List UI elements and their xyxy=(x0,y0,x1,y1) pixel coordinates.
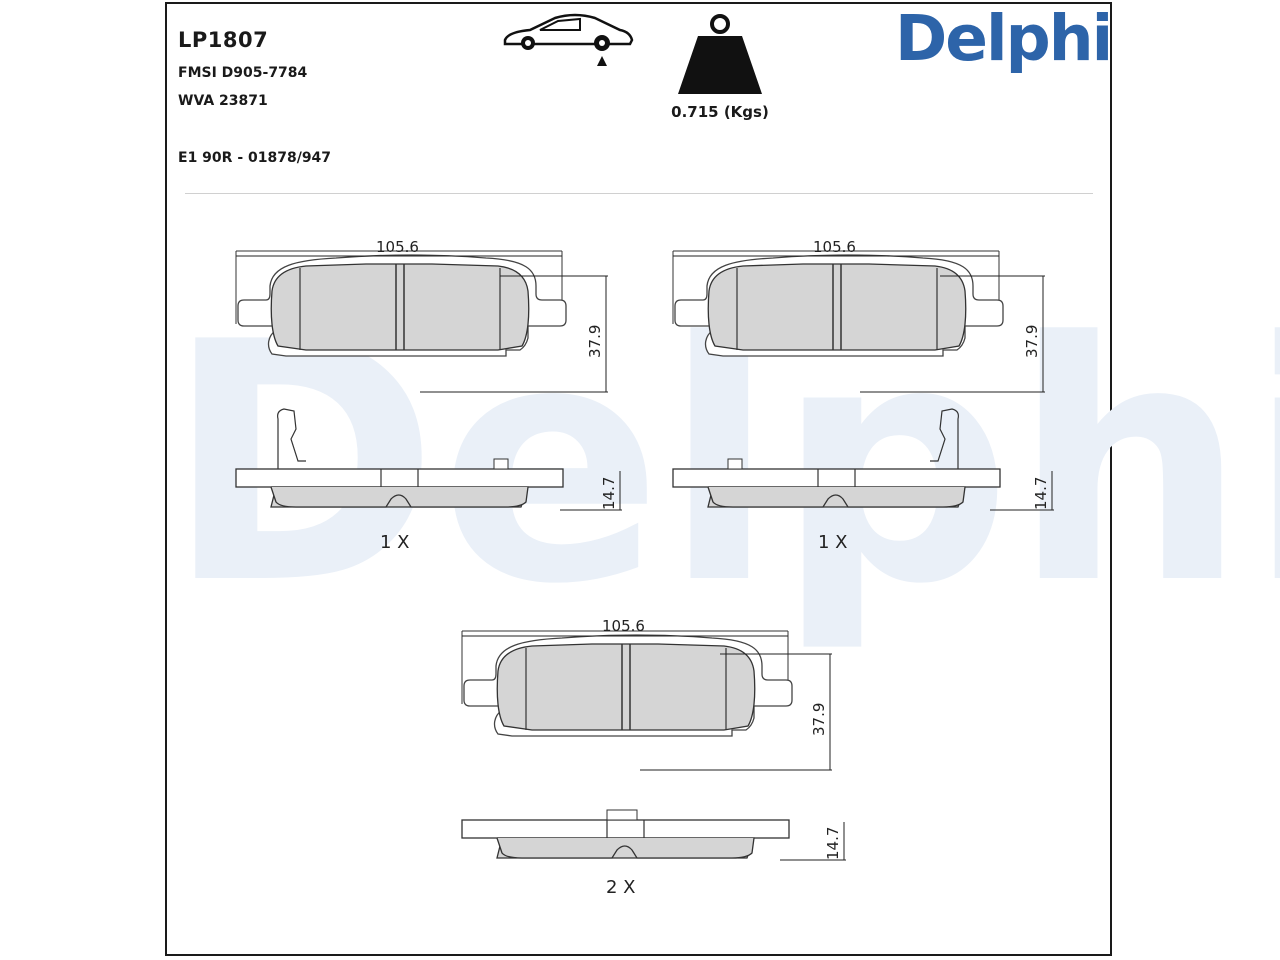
pad-front-view-3 xyxy=(461,630,793,737)
drawing-frame xyxy=(165,2,1112,956)
header-divider xyxy=(185,193,1093,194)
dim-thickness-1: 14.7 xyxy=(560,471,622,511)
dim-height-2: 37.9 xyxy=(860,275,1045,393)
dim-thickness-2: 14.7 xyxy=(990,471,1054,511)
pad-front-view-2 xyxy=(672,250,1004,357)
pad-side-view-2 xyxy=(672,408,1001,508)
width-label-2: 105.6 xyxy=(813,238,856,256)
dim-width-2: 105.6 xyxy=(673,238,999,257)
brand-logo: Delphi xyxy=(895,2,1113,75)
dim-height-3: 37.9 xyxy=(640,653,832,771)
thickness-label-3: 14.7 xyxy=(824,827,842,860)
approval-code: E1 90R - 01878/947 xyxy=(178,150,332,166)
height-label-3: 37.9 xyxy=(810,703,828,736)
quantity-label-1: 1 X xyxy=(380,532,410,553)
part-number: LP1807 xyxy=(178,28,269,52)
dim-width-3: 105.6 xyxy=(462,617,788,637)
dim-width-1: 105.6 xyxy=(236,238,562,257)
width-label-3: 105.6 xyxy=(602,617,645,635)
pad-side-view-1 xyxy=(235,408,564,508)
weight-icon xyxy=(678,14,762,94)
pad-front-view-1 xyxy=(235,250,567,357)
wva-code: WVA 23871 xyxy=(178,93,268,109)
quantity-label-3: 2 X xyxy=(606,877,636,898)
height-label-2: 37.9 xyxy=(1023,325,1041,358)
pad-side-view-3 xyxy=(461,809,790,859)
weight-label: 0.715 (Kgs) xyxy=(671,103,769,121)
thickness-label-1: 14.7 xyxy=(600,477,618,510)
fmsi-code: FMSI D905-7784 xyxy=(178,65,308,81)
dim-thickness-3: 14.7 xyxy=(780,822,846,861)
width-label-1: 105.6 xyxy=(376,238,419,256)
height-label-1: 37.9 xyxy=(586,325,604,358)
quantity-label-2: 1 X xyxy=(818,532,848,553)
rear-axle-car-icon xyxy=(503,13,634,66)
thickness-label-2: 14.7 xyxy=(1032,477,1050,510)
dim-height-1: 37.9 xyxy=(420,275,608,393)
